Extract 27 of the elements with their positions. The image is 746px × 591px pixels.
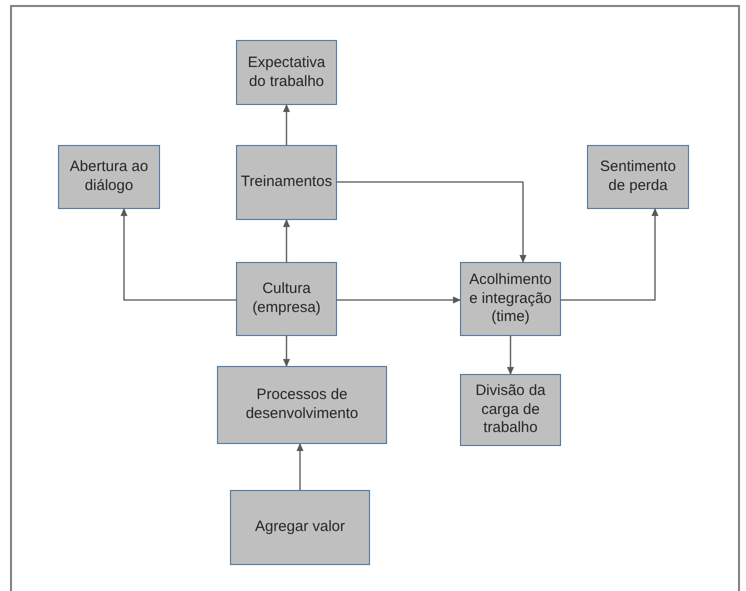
arrow (120, 208, 236, 301)
arrow (283, 104, 290, 145)
arrow (337, 181, 526, 263)
arrow (283, 336, 290, 367)
arrow (561, 208, 658, 301)
box-label: Acolhimento e integração (time) (468, 270, 553, 328)
process-box (236, 262, 337, 336)
process-box (587, 145, 689, 209)
process-box (230, 490, 370, 565)
box-label: Treinamentos (240, 173, 332, 192)
box-label: Divisão da carga de trabalho (474, 382, 547, 438)
box-label: Expectativa do trabalho (246, 54, 326, 92)
box-label: Sentimento de perda (599, 158, 677, 196)
process-box (460, 374, 561, 446)
arrow (507, 336, 514, 375)
box-label: Agregar valor (254, 518, 346, 537)
box-label: Abertura ao diálogo (68, 158, 150, 196)
box-label: Cultura (empresa) (251, 280, 322, 318)
process-box (460, 262, 561, 336)
box-label: Processos de desenvolvimento (244, 386, 360, 424)
process-box (236, 40, 337, 105)
arrow (296, 443, 304, 490)
process-box (58, 145, 160, 209)
process-box (217, 366, 387, 444)
arrow (337, 296, 461, 304)
process-box (236, 145, 337, 220)
arrow (283, 219, 290, 262)
